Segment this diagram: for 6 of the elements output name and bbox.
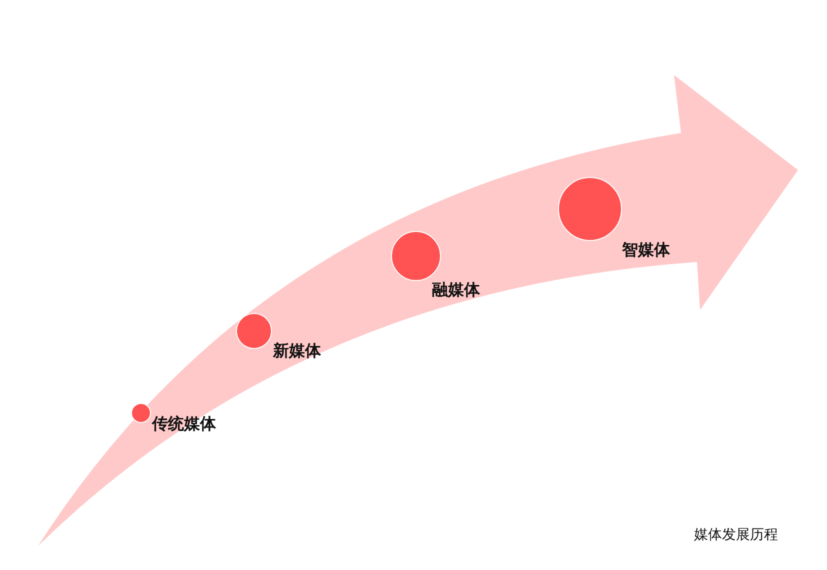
stage-label: 传统媒体 <box>152 416 216 432</box>
circle-marker <box>131 403 151 423</box>
stage-label: 智媒体 <box>622 242 670 258</box>
stage-label: 新媒体 <box>273 343 321 359</box>
stage-label: 融媒体 <box>432 282 480 298</box>
caption: 媒体发展历程 <box>694 528 778 542</box>
